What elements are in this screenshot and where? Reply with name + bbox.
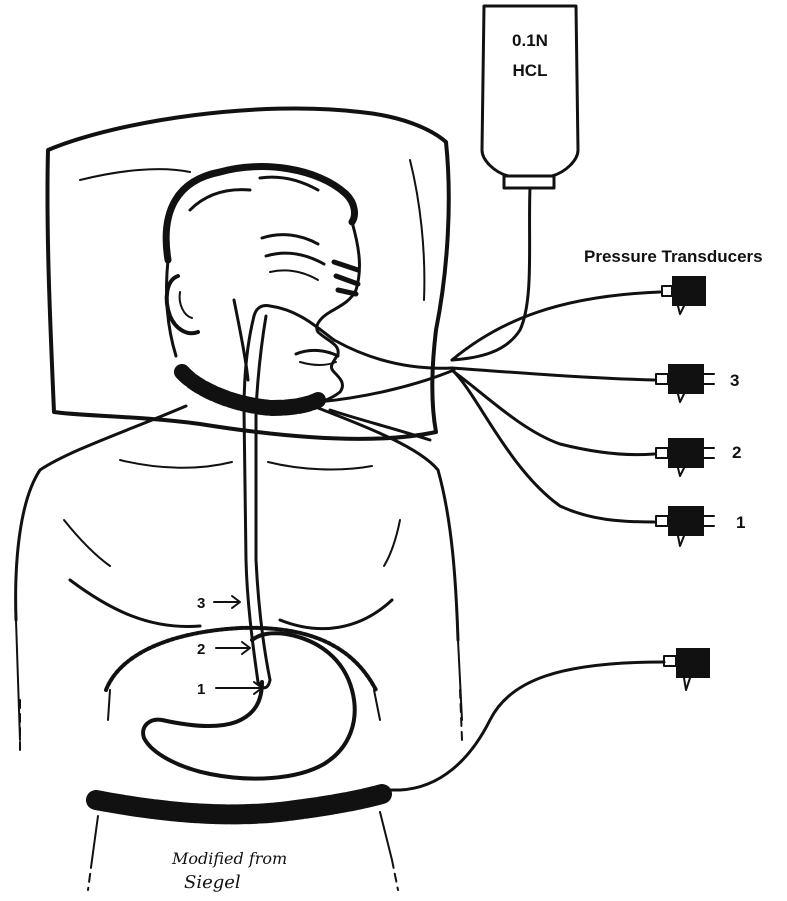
marker-2: 2 [197,641,205,658]
transducer-label-1: 1 [736,513,745,532]
credit-line1: Modified from [171,849,287,868]
hcl-bottle: 0.1N HCL [482,6,578,188]
transducer-2: 2 [656,438,741,476]
transducer-label-2: 2 [732,443,741,462]
marker-1: 1 [197,681,205,698]
stomach [143,633,355,778]
neck-belt [182,372,318,408]
tubing [318,188,664,790]
patient-head [166,167,359,404]
transducer-1: 1 [656,506,745,546]
bottle-label-line2: HCL [513,61,548,80]
credit-line2: Siegel [184,872,241,893]
bottle-label-line1: 0.1N [512,31,548,50]
marker-3: 3 [197,595,205,612]
transducer-3: 3 [656,364,739,402]
transducer-abdominal [664,648,710,690]
transducer-label-3: 3 [730,371,739,390]
pressure-transducers-title: Pressure Transducers [584,247,763,266]
transducer-top [662,276,706,314]
abdominal-belt [96,790,400,814]
patient-torso [16,406,462,750]
